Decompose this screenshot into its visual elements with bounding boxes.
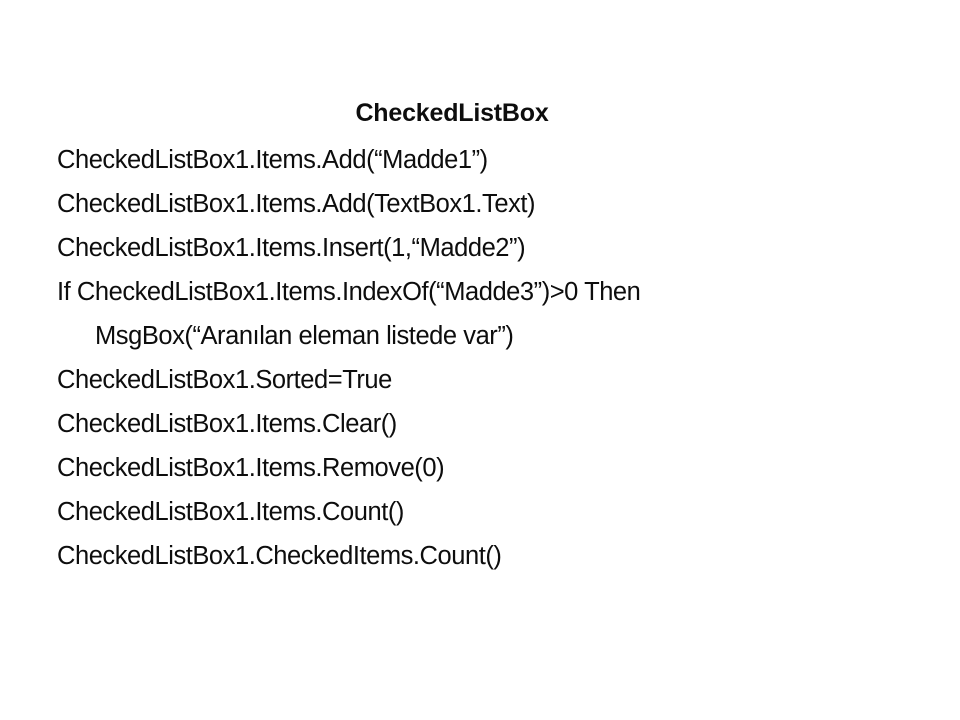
- code-line: CheckedListBox1.Items.Add(“Madde1”): [57, 146, 488, 174]
- code-line: CheckedListBox1.Items.Insert(1,“Madde2”): [57, 234, 526, 262]
- page-title: CheckedListBox: [355, 99, 549, 127]
- code-line: MsgBox(“Aranılan eleman listede var”): [95, 322, 514, 350]
- code-line: CheckedListBox1.CheckedItems.Count(): [57, 542, 502, 570]
- code-line: If CheckedListBox1.Items.IndexOf(“Madde3…: [57, 278, 641, 306]
- code-block: CheckedListBox1.Items.Add(“Madde1”) Chec…: [57, 138, 917, 578]
- code-line: CheckedListBox1.Sorted=True: [57, 366, 392, 394]
- code-line: CheckedListBox1.Items.Count(): [57, 498, 404, 526]
- code-line: CheckedListBox1.Items.Add(TextBox1.Text): [57, 190, 536, 218]
- code-line: CheckedListBox1.Items.Remove(0): [57, 454, 445, 482]
- code-line: CheckedListBox1.Items.Clear(): [57, 410, 397, 438]
